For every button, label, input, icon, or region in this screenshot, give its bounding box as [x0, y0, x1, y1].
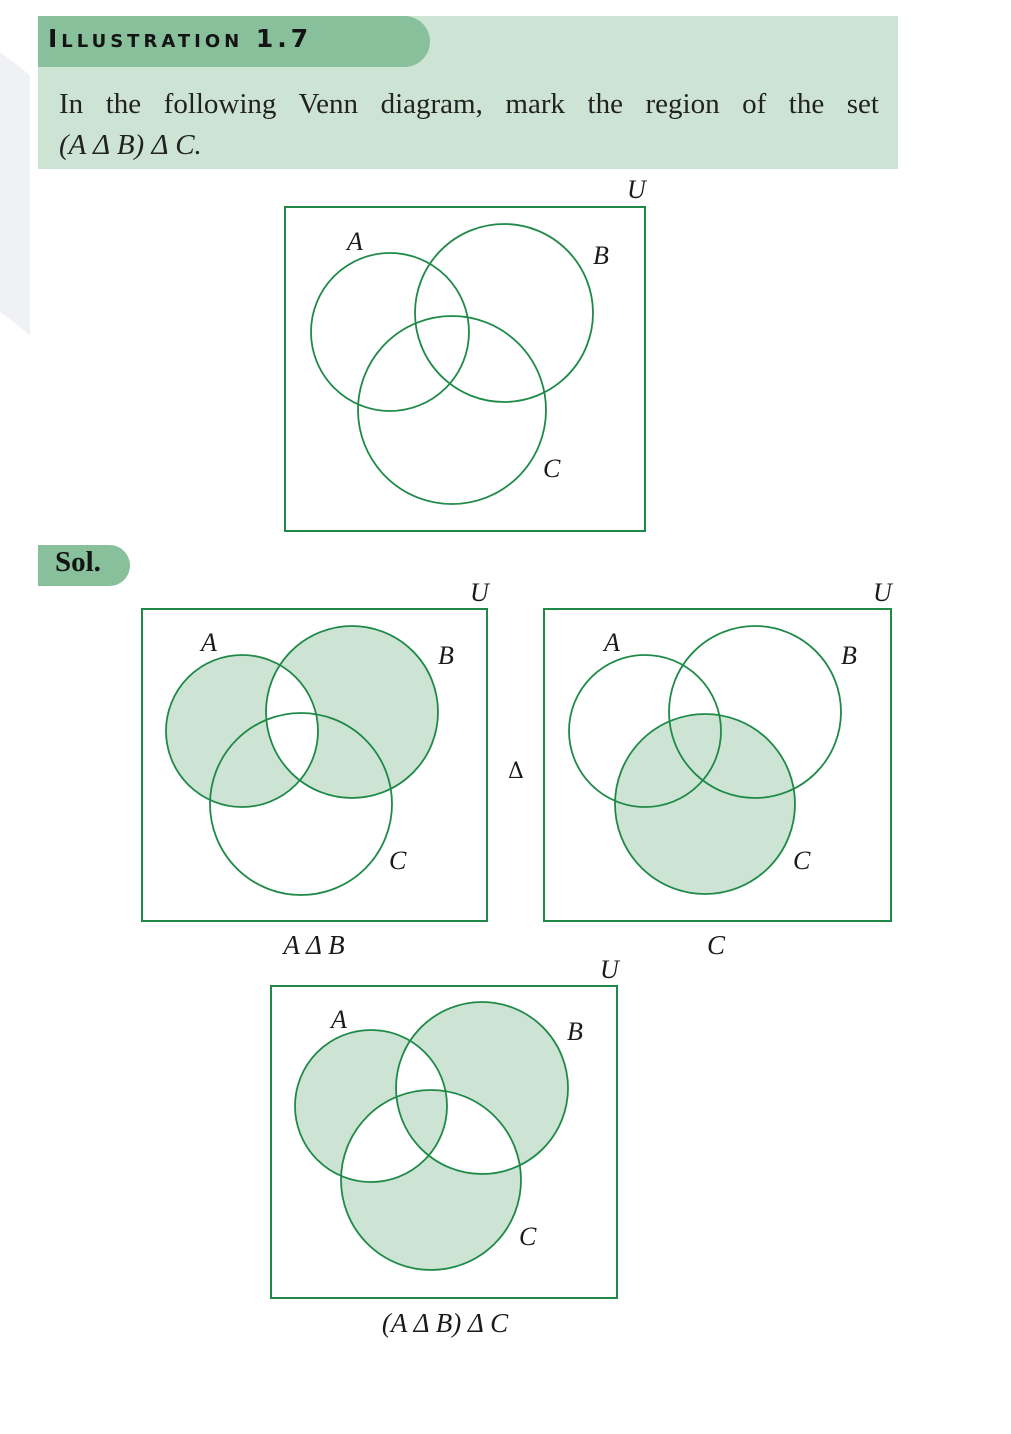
universe-label: U — [873, 578, 894, 607]
set-circle-b — [395, 1001, 569, 1175]
question-line-2: (A Δ B) Δ C. — [59, 129, 202, 161]
symmetric-difference-operator: Δ — [508, 759, 524, 784]
set-label-b: B — [593, 241, 609, 270]
set-label-a: A — [345, 227, 363, 256]
set-circle-a — [165, 654, 319, 808]
diagram-caption: (A Δ B) Δ C — [382, 1308, 509, 1338]
set-label-b: B — [841, 641, 857, 670]
shaded-region — [615, 714, 795, 894]
set-circle-c — [357, 315, 547, 505]
diagram-caption: A Δ B — [281, 930, 344, 960]
set-label-b: B — [567, 1017, 583, 1046]
universe-rectangle — [141, 608, 488, 922]
illustration-title: Illustration 1.7 — [48, 24, 313, 53]
set-label-c: C — [543, 454, 561, 483]
set-circle-c — [209, 712, 393, 896]
set-circle-b — [414, 223, 594, 403]
universe-rectangle — [543, 608, 892, 922]
venn-diagram-result: A B C U (A Δ B) Δ C — [270, 955, 621, 1338]
illustration-title-pill — [38, 16, 430, 67]
question-text: In the following Venn diagram, mark the … — [59, 84, 879, 166]
set-circle-a — [294, 1029, 448, 1183]
set-circle-a — [310, 252, 470, 412]
universe-label: U — [470, 578, 491, 607]
set-label-a: A — [199, 628, 217, 657]
set-label-c: C — [793, 846, 811, 875]
set-label-b: B — [438, 641, 454, 670]
universe-rectangle — [284, 206, 646, 532]
diagram-caption: C — [707, 930, 726, 960]
solution-badge — [38, 545, 130, 586]
set-label-c: C — [389, 846, 407, 875]
universe-label: U — [627, 175, 648, 204]
set-circle-c — [614, 713, 796, 895]
set-circle-b — [668, 625, 842, 799]
set-label-a: A — [602, 628, 620, 657]
venn-diagram-c: A B C U C — [543, 578, 894, 960]
set-label-c: C — [519, 1222, 537, 1251]
venn-diagram-a-delta-b: A B C U A Δ B — [141, 578, 491, 960]
set-circle-b — [265, 625, 439, 799]
set-circle-c — [340, 1089, 522, 1271]
set-circle-a — [568, 654, 722, 808]
universe-rectangle — [270, 985, 618, 1299]
set-label-a: A — [329, 1005, 347, 1034]
venn-diagram-question: A B C U — [284, 175, 648, 532]
universe-label: U — [600, 955, 621, 984]
question-line-1: In the following Venn diagram, mark the … — [59, 88, 879, 120]
solution-label: Sol. — [55, 546, 101, 578]
